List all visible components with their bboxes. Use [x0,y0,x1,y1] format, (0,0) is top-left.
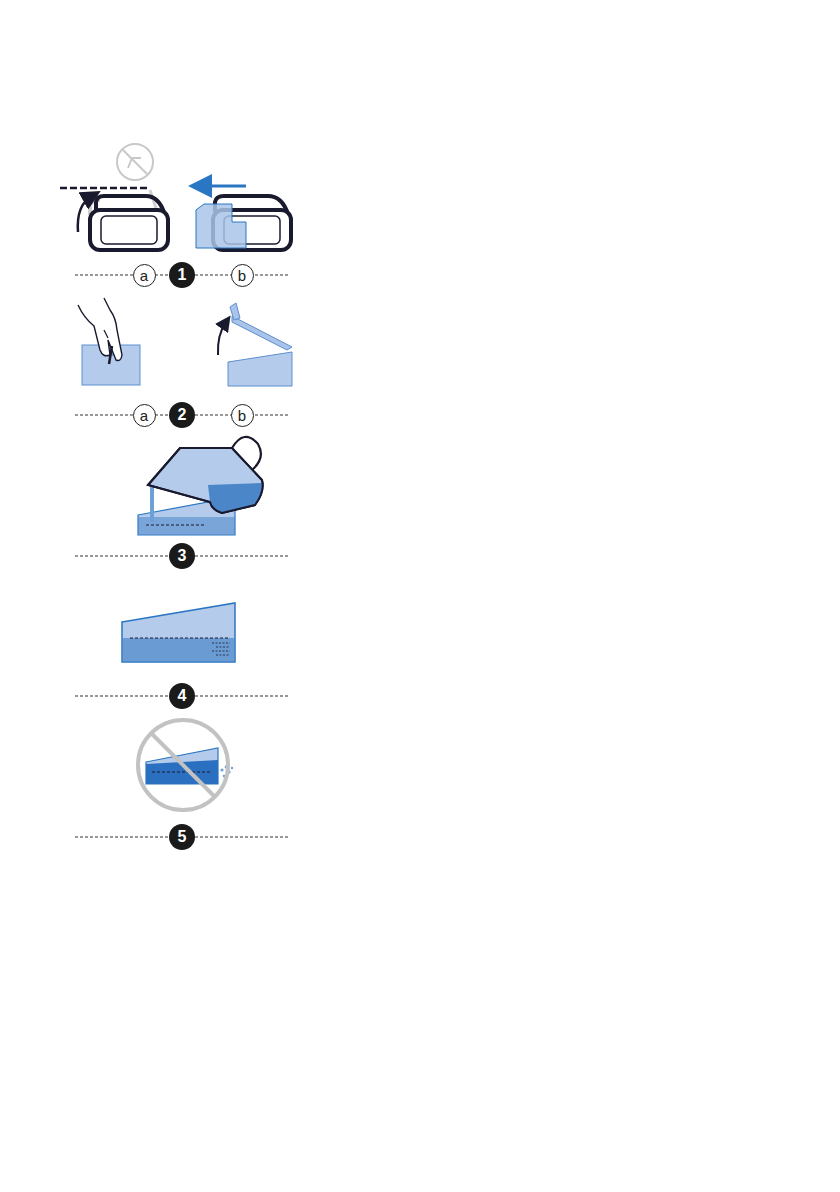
step-number: 1 [169,262,195,288]
callout-label: 1 [178,267,187,283]
callout-label: 3 [178,548,187,564]
sub-step-letter: a [133,404,156,427]
step-number: 2 [169,402,195,428]
step-4-figure [122,603,235,662]
callout-label: a [140,408,148,423]
step-1b-figure [196,186,291,250]
callout-label: 4 [178,688,187,704]
callout-label: 2 [178,407,187,423]
step-1a-figure [60,144,168,250]
sub-step-letter: b [231,264,254,287]
sub-step-letter: a [133,264,156,287]
callout-label: 5 [178,829,187,845]
step-number: 5 [169,824,195,850]
sub-step-letter: b [231,404,254,427]
callout-label: b [238,268,246,283]
callout-label: a [140,268,148,283]
step-2a-figure [78,298,140,385]
callout-label: b [238,408,246,423]
step-3-figure [138,437,263,535]
step-number: 4 [169,683,195,709]
step-5-figure [138,720,233,810]
step-number: 3 [169,543,195,569]
step-2b-figure [218,303,292,386]
